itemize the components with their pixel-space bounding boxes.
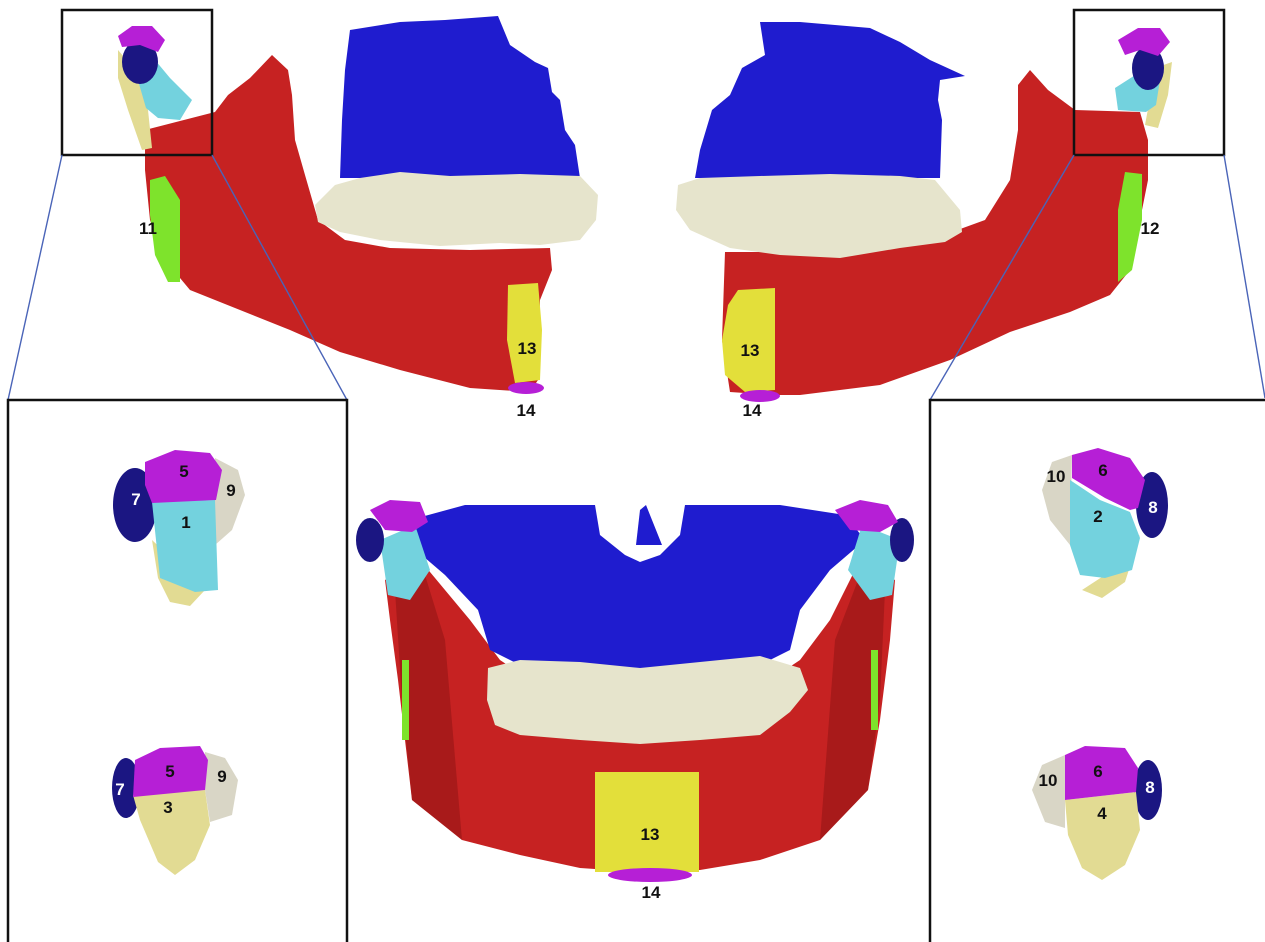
label-inset-lb-d: 3 — [163, 798, 172, 817]
front-condyle-left-navy — [356, 518, 384, 562]
front-symphysis-segment — [595, 772, 699, 872]
label-inset-rt-d: 2 — [1093, 507, 1102, 526]
front-nasal-spine — [636, 505, 662, 545]
label-menton-right: 14 — [743, 401, 762, 420]
label-inset-rt-a: 6 — [1098, 461, 1107, 480]
label-inset-rt-c: 8 — [1148, 498, 1157, 517]
label-inset-lt-b: 9 — [226, 481, 235, 500]
front-menton-segment — [608, 868, 692, 882]
label-inset-lt-d: 1 — [181, 513, 190, 532]
right-teeth — [676, 174, 962, 258]
guide-line-right-b — [1224, 155, 1265, 398]
front-teeth — [487, 656, 808, 744]
left-menton-segment — [508, 382, 544, 394]
inset-left-bottom-condyle: 5 9 7 3 — [112, 746, 238, 875]
guide-line-left-a — [8, 155, 62, 400]
inset-right-top-condyle: 6 10 8 2 — [1042, 448, 1168, 598]
left-lateral-view: 11 13 14 — [118, 16, 598, 420]
label-inset-rb-d: 4 — [1097, 804, 1107, 823]
label-ramus-right: 12 — [1141, 219, 1160, 238]
front-condyle-right-navy — [890, 518, 914, 562]
left-teeth — [315, 172, 598, 246]
inset-rb-gray — [1032, 755, 1065, 828]
inset-left-top-condyle: 5 9 7 1 — [113, 450, 245, 606]
label-symphysis-front: 13 — [641, 825, 660, 844]
right-maxilla — [695, 22, 965, 178]
label-inset-lb-a: 5 — [165, 762, 174, 781]
label-ramus-left: 11 — [139, 219, 157, 238]
right-lateral-view: 12 13 14 — [676, 22, 1172, 420]
label-inset-lt-c: 7 — [131, 490, 140, 509]
left-maxilla — [340, 16, 580, 178]
label-symphysis-right: 13 — [741, 341, 760, 360]
front-ramus-strip-right — [871, 650, 878, 730]
right-symphysis-segment — [722, 288, 775, 392]
label-inset-rb-c: 8 — [1145, 778, 1154, 797]
left-symphysis-segment — [507, 283, 542, 383]
label-inset-lb-c: 7 — [115, 780, 124, 799]
label-inset-lb-b: 9 — [217, 767, 226, 786]
inset-lb-gray — [205, 752, 238, 822]
label-inset-lt-a: 5 — [179, 462, 188, 481]
inset-right-bottom-condyle: 6 10 8 4 — [1032, 746, 1162, 880]
front-ramus-strip-left — [402, 660, 409, 740]
label-inset-rb-b: 10 — [1039, 771, 1058, 790]
label-menton-left: 14 — [517, 401, 536, 420]
frontal-view: 13 14 — [356, 500, 914, 902]
label-inset-rb-a: 6 — [1093, 762, 1102, 781]
label-inset-rt-b: 10 — [1047, 467, 1066, 486]
label-symphysis-left: 13 — [518, 339, 537, 358]
label-menton-front: 14 — [642, 883, 661, 902]
